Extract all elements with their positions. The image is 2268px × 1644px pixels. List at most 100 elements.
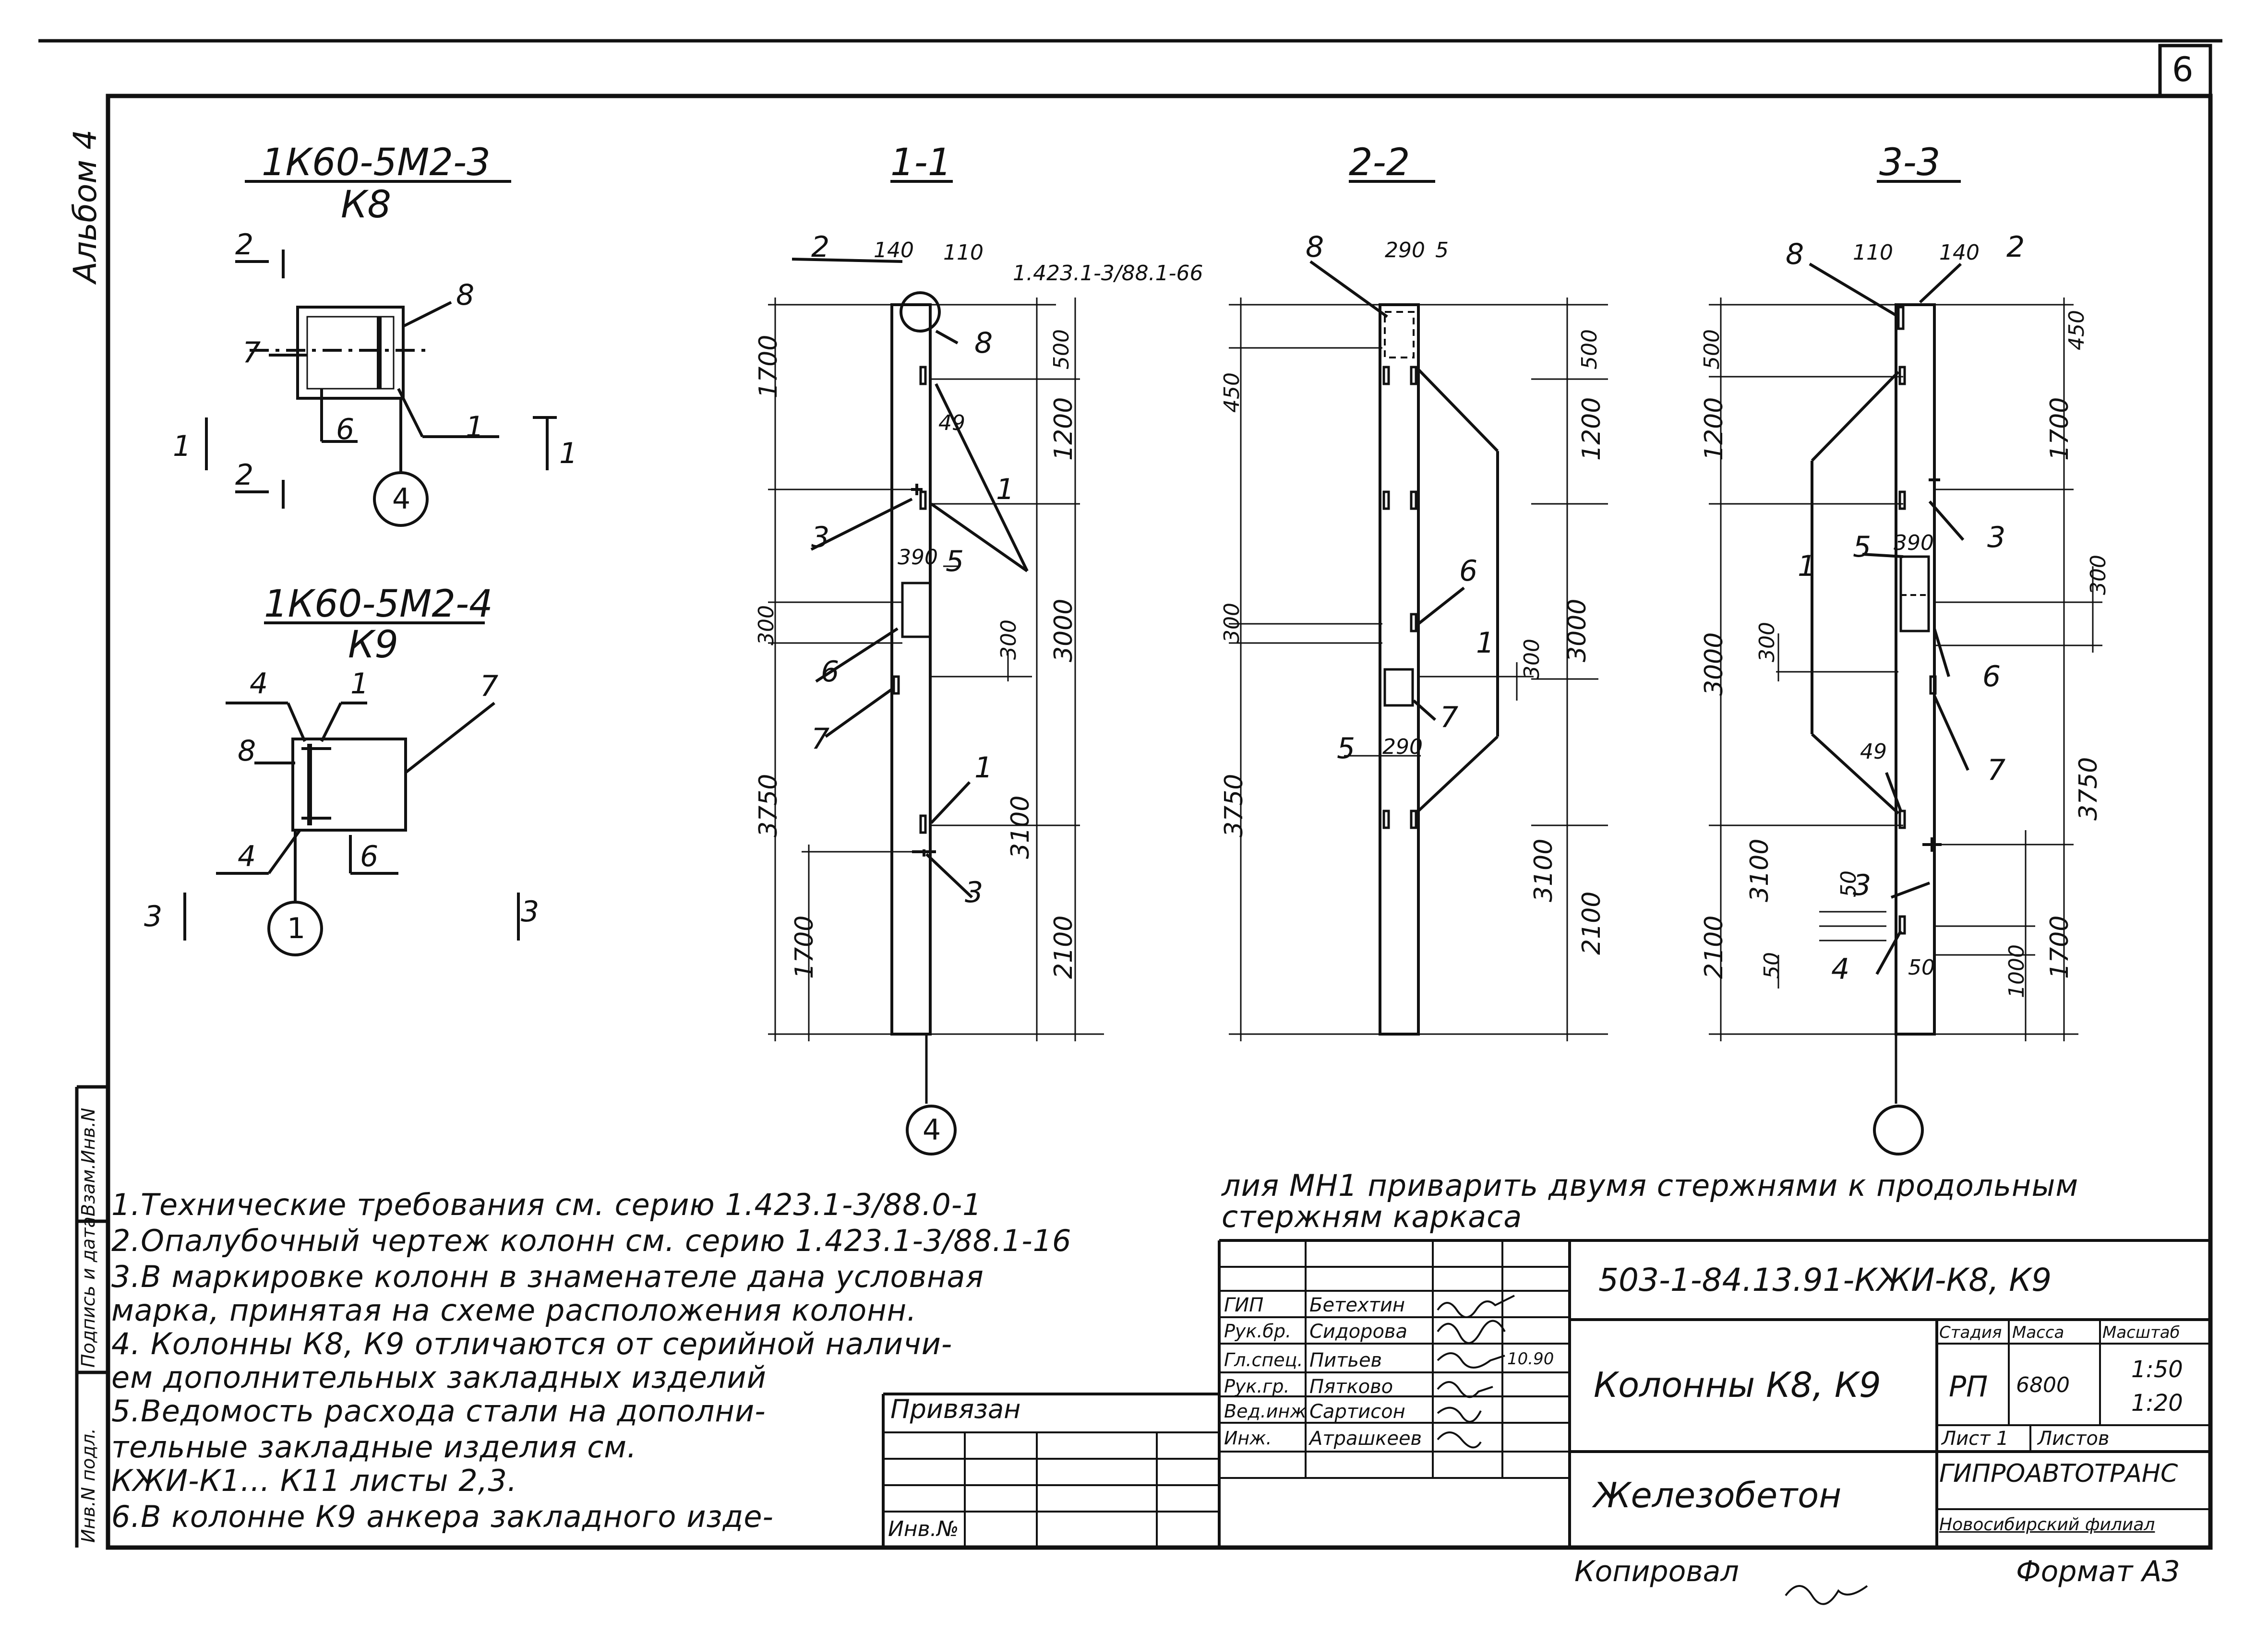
- s22-dim-500: 500: [1577, 329, 1602, 369]
- s22-dim-300b: 300: [1520, 639, 1544, 679]
- s11-pos-5: 5: [946, 545, 964, 578]
- s33-pos-3b: 3: [1853, 869, 1872, 902]
- tb-mass-hdr: Масса: [2012, 1323, 2064, 1342]
- s11-dim-1200: 1200: [1049, 397, 1078, 461]
- plan-k8-mark: 1К60-5М2-3: [262, 141, 491, 184]
- note-3a: 3.В маркировке колонн в знаменателе дана…: [111, 1259, 984, 1294]
- tb-role-1: Рук.бр.: [1224, 1321, 1292, 1342]
- s33-pos-2: 2: [2006, 230, 2025, 264]
- tb-sig-date: 10.90: [1507, 1349, 1554, 1369]
- plan-k9-pos-8: 8: [238, 734, 256, 768]
- s11-dim-300a: 300: [754, 605, 779, 645]
- s33-dim-50a: 50: [1836, 870, 1861, 897]
- section-3-3: [1709, 180, 2102, 1156]
- s11-pos-2: 2: [811, 230, 830, 264]
- plan-k9-mark: 1К60-5М2-4: [264, 583, 493, 626]
- tb-stage-hdr: Стадия: [1939, 1323, 2002, 1342]
- plan-k9: [183, 621, 520, 956]
- plan-k9-pos-1: 1: [350, 667, 369, 701]
- s33-pos-4: 4: [1831, 953, 1850, 986]
- s33-dim-140: 140: [1939, 240, 1980, 265]
- section-2-2-title: 2-2: [1349, 141, 1410, 184]
- note-4b: ем дополнительных закладных изделий: [111, 1360, 767, 1395]
- tb-lists: Листов: [2038, 1428, 2110, 1450]
- s22-dim-290b: 290: [1382, 735, 1423, 759]
- s33-dim-300b: 300: [2086, 555, 2111, 595]
- sheet-number: 6: [2172, 50, 2194, 89]
- section-1-1-title: 1-1: [890, 141, 952, 184]
- s33-dim-390: 390: [1894, 531, 1934, 555]
- plan-k8-axis: 4: [392, 482, 411, 516]
- plan-k9-pos-7: 7: [480, 669, 499, 703]
- plan-k8-cut-left: 1: [173, 429, 192, 463]
- s22-dim-1200: 1200: [1577, 397, 1606, 461]
- s22-dim-300: 300: [1220, 603, 1244, 643]
- note-6a: 6.В колонне К9 анкера закладного изде-: [111, 1499, 774, 1534]
- s33-dim-1000: 1000: [2004, 944, 2029, 998]
- plan-k9-cut-right: 3: [521, 895, 540, 929]
- plan-k9-label: К9: [348, 623, 399, 667]
- plan-k8-label: К8: [341, 183, 392, 226]
- plan-k9-pos-4a: 4: [250, 667, 268, 701]
- s33-dim-1700a: 1700: [2045, 397, 2074, 461]
- album-label: Альбом 4: [67, 129, 104, 283]
- s11-dim-390: 390: [898, 545, 938, 570]
- s22-pos-1: 1: [1476, 626, 1495, 660]
- note-5c: КЖИ-К1... К11 листы 2,3.: [111, 1463, 517, 1498]
- note-2: 2.Опалубочный чертеж колонн см. серию 1.…: [111, 1223, 1072, 1258]
- plan-k8: [205, 180, 557, 527]
- s11-ref: 1.423.1-3/88.1-66: [1013, 261, 1203, 286]
- s11-dim-3750: 3750: [754, 774, 783, 837]
- s33-dim-1700b: 1700: [2045, 915, 2074, 979]
- tb-privyazan: Привязан: [890, 1394, 1021, 1424]
- s33-dim-3100: 3100: [1745, 838, 1774, 902]
- tb-org: ГИПРОАВТОТРАНС: [1939, 1459, 2178, 1488]
- section-2-2: [1229, 180, 1608, 1041]
- s11-pos-8: 8: [974, 326, 993, 360]
- s33-dim-450: 450: [2064, 310, 2089, 350]
- note-6b: лия МН1 приварить двумя стержнями к прод…: [1222, 1168, 2079, 1203]
- tb-role-5: Инж.: [1224, 1428, 1272, 1449]
- s11-pos-3b: 3: [965, 876, 984, 909]
- tb-mass: 6800: [2016, 1373, 2070, 1397]
- note-5a: 5.Ведомость расхода стали на дополни-: [111, 1394, 766, 1429]
- s22-pos-5: 5: [1337, 732, 1356, 765]
- s11-dim-3100: 3100: [1006, 795, 1035, 859]
- tb-name-5: Атрашкеев: [1309, 1428, 1422, 1450]
- s22-dim-2100: 2100: [1577, 891, 1606, 955]
- s33-pos-3a: 3: [1987, 521, 2006, 554]
- plan-k9-pos-6: 6: [360, 840, 379, 873]
- s33-dim-300a: 300: [1755, 622, 1779, 662]
- tb-name-1: Сидорова: [1309, 1321, 1408, 1343]
- s33-pos-6: 6: [1982, 660, 2001, 693]
- plan-k8-pos-6: 6: [336, 413, 355, 446]
- tb-scale-1: 1:50: [2131, 1356, 2183, 1383]
- s22-pos-7: 7: [1440, 701, 1459, 734]
- tb-name-0: Бетехтин: [1309, 1294, 1405, 1316]
- tb-name-4: Сартисон: [1309, 1401, 1405, 1423]
- section-3-3-title: 3-3: [1879, 141, 1941, 184]
- tb-role-0: ГИП: [1224, 1294, 1264, 1316]
- tb-role-2: Гл.спец.: [1224, 1349, 1303, 1370]
- plan-k9-cut-left: 3: [144, 900, 163, 933]
- note-6c: стержням каркаса: [1222, 1199, 1523, 1234]
- s11-dim-2100: 2100: [1049, 915, 1078, 979]
- s22-dim-3750: 3750: [1220, 774, 1248, 837]
- plan-k8-pos-1: 1: [466, 410, 484, 444]
- tb-scale-hdr: Масштаб: [2102, 1323, 2180, 1342]
- s33-dim-110: 110: [1853, 240, 1893, 265]
- tb-code: 503-1-84.13.91-КЖИ-К8, К9: [1598, 1262, 2052, 1299]
- s11-pos-3a: 3: [811, 521, 830, 554]
- tb-name-3: Пятково: [1309, 1376, 1393, 1398]
- plan-k8-pos-7: 7: [242, 336, 261, 369]
- tb-role-4: Вед.инж: [1224, 1401, 1307, 1422]
- tb-inv-no: Инв.№: [888, 1517, 959, 1541]
- s11-dim-500: 500: [1049, 329, 1074, 369]
- plan-k8-cut-bottom: 2: [235, 458, 254, 492]
- section-1-1: [768, 180, 1104, 1156]
- s33-pos-1: 1: [1798, 549, 1816, 583]
- title-block: [882, 1239, 2210, 1549]
- s33-dim-3750: 3750: [2074, 757, 2103, 821]
- s33-dim-1200: 1200: [1700, 397, 1728, 461]
